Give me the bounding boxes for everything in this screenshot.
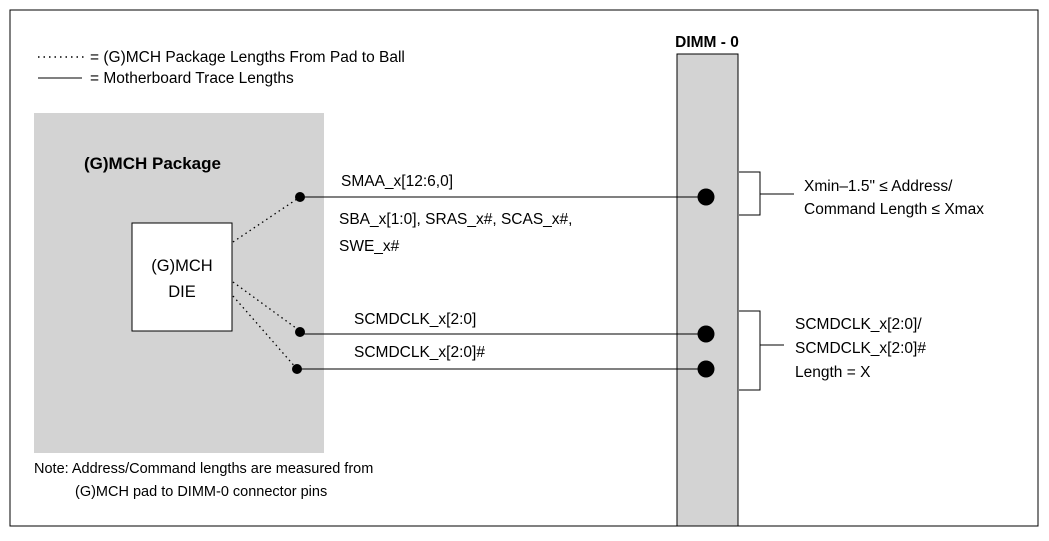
clock-constraint-line1: SCMDCLK_x[2:0]/ xyxy=(795,316,922,333)
dimm-0 xyxy=(676,53,739,527)
clock-constraint-line3: Length = X xyxy=(795,364,871,381)
clock-bracket xyxy=(739,310,761,391)
dimm-pin-clk-neg xyxy=(697,360,715,378)
signal-label-clk-neg: SCMDCLK_x[2:0]# xyxy=(354,344,485,361)
legend-solid-label: = Motherboard Trace Lengths xyxy=(90,70,294,87)
signal-label-sba-line1: SBA_x[1:0], SRAS_x#, SCAS_x#, xyxy=(339,211,572,228)
address-constraint-line2: Command Length ≤ Xmax xyxy=(804,201,984,218)
address-constraint-line1: Xmin–1.5" ≤ Address/ xyxy=(804,178,953,195)
gmch-die xyxy=(131,222,233,332)
gmch-package-title: (G)MCH Package xyxy=(84,154,221,173)
gmch-die-label-line2: DIE xyxy=(168,283,196,301)
signal-label-clk-pos: SCMDCLK_x[2:0] xyxy=(354,311,476,328)
legend-dotted-label: = (G)MCH Package Lengths From Pad to Bal… xyxy=(90,49,405,66)
dimm-title: DIMM - 0 xyxy=(675,34,739,51)
clock-constraint-line2: SCMDCLK_x[2:0]# xyxy=(795,340,926,357)
note-line1: Note: Address/Command lengths are measur… xyxy=(34,461,373,477)
package-length-addr xyxy=(232,196,301,243)
package-ball-addr xyxy=(295,192,305,202)
dimm-pin-addr xyxy=(697,188,715,206)
dimm-pin-clk xyxy=(697,325,715,343)
note-line2: (G)MCH pad to DIMM-0 connector pins xyxy=(75,484,327,500)
signal-label-sba-line2: SWE_x# xyxy=(339,238,400,255)
package-ball-clk-neg xyxy=(292,364,302,374)
signal-label-smaa: SMAA_x[12:6,0] xyxy=(341,173,453,190)
package-ball-clk xyxy=(295,327,305,337)
gmch-die-label-line1: (G)MCH xyxy=(151,257,212,275)
package-length-clk-neg xyxy=(232,295,298,370)
